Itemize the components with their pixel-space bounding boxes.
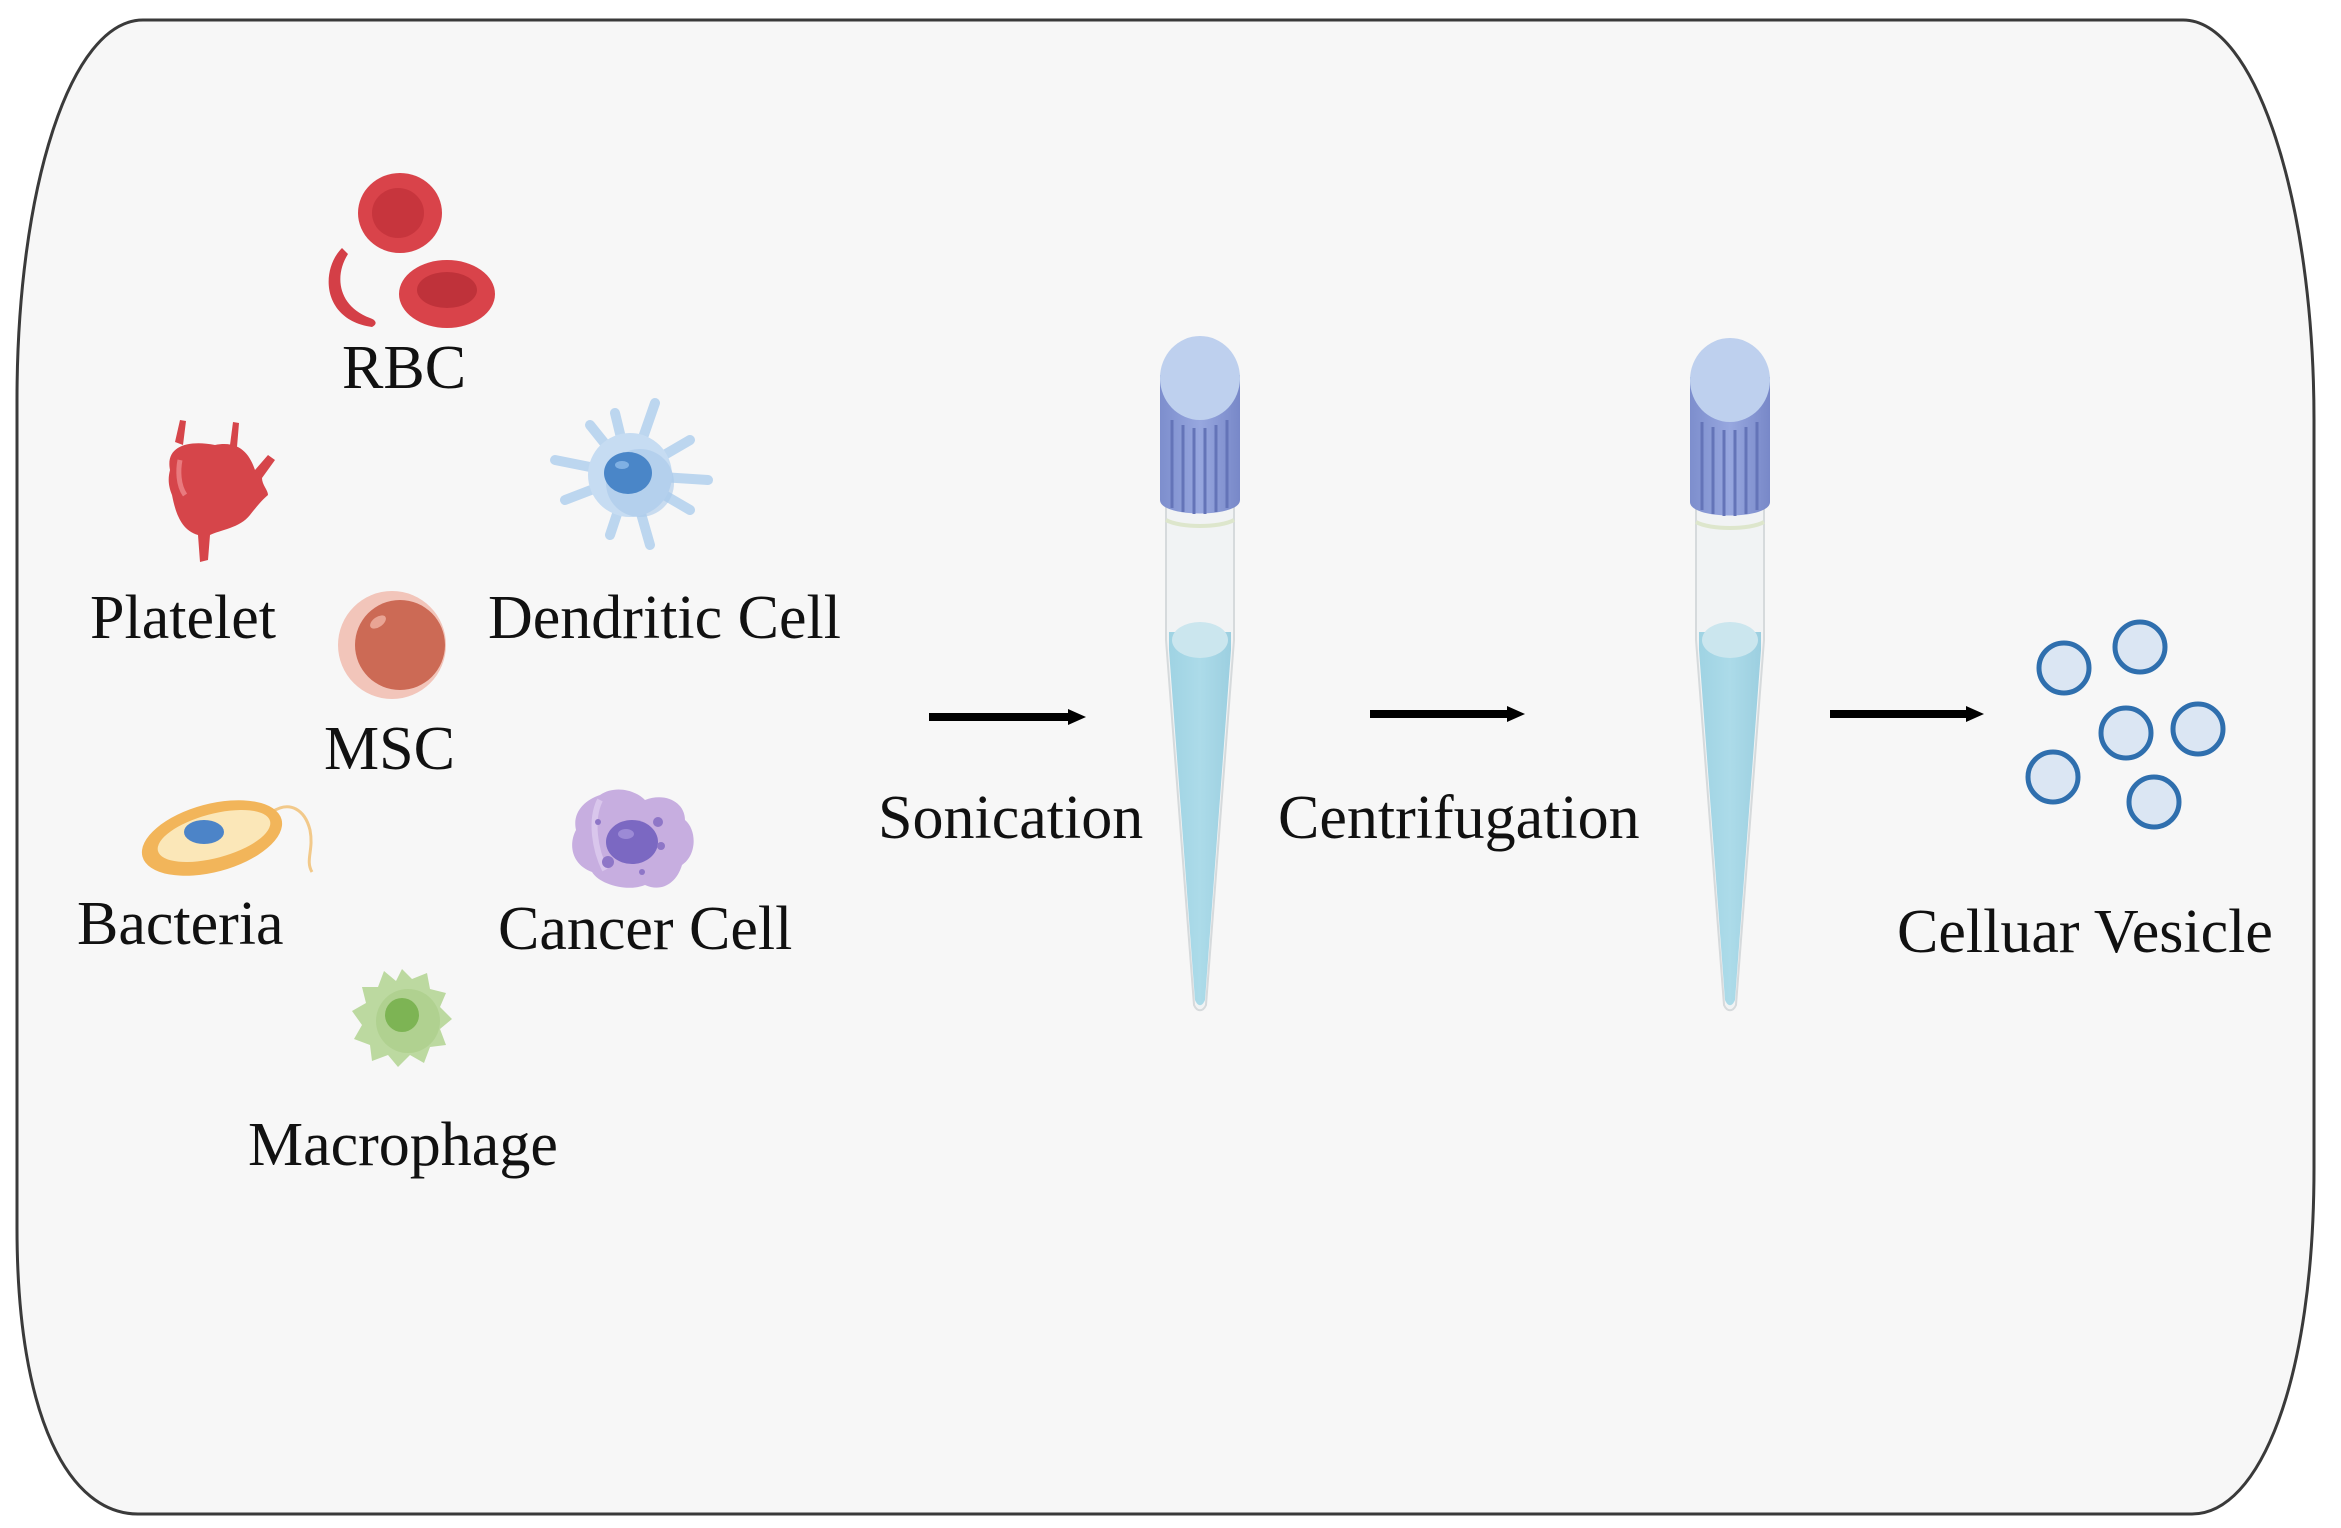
label-platelet: Platelet	[90, 584, 276, 652]
arrow-right-icon	[1830, 706, 1984, 722]
label-bacteria: Bacteria	[77, 890, 284, 958]
label-cellular-vesicle: Celluar Vesicle	[1897, 898, 2273, 966]
step-label-sonication: Sonication	[878, 784, 1143, 852]
vesicle	[2036, 640, 2092, 696]
dendritic-cell-icon	[550, 398, 713, 550]
label-rbc: RBC	[342, 334, 466, 402]
vesicle	[2170, 701, 2226, 757]
step-label-centrifugation: Centrifugation	[1278, 784, 1640, 852]
label-macrophage: Macrophage	[248, 1111, 558, 1179]
red-blood-cells-icon	[328, 173, 495, 328]
vesicle	[2098, 705, 2154, 761]
label-dendritic-cell: Dendritic Cell	[488, 584, 841, 652]
vesicles-icon	[2025, 619, 2226, 830]
cancer-cell-icon	[572, 789, 694, 888]
platelet-icon	[168, 420, 275, 562]
label-msc: MSC	[324, 715, 455, 783]
mesenchymal-stem-cell-icon	[338, 591, 446, 699]
vesicle	[2025, 749, 2081, 805]
centrifuge-tube-icon	[1160, 336, 1240, 1012]
vesicle	[2126, 774, 2182, 830]
label-cancer-cell: Cancer Cell	[498, 895, 792, 963]
centrifuge-tube-icon	[1690, 338, 1770, 1012]
arrow-right-icon	[929, 709, 1086, 725]
bacterium-icon	[141, 800, 314, 876]
arrow-right-icon	[1370, 706, 1525, 722]
macrophage-icon	[352, 969, 452, 1067]
vesicle	[2112, 619, 2168, 675]
